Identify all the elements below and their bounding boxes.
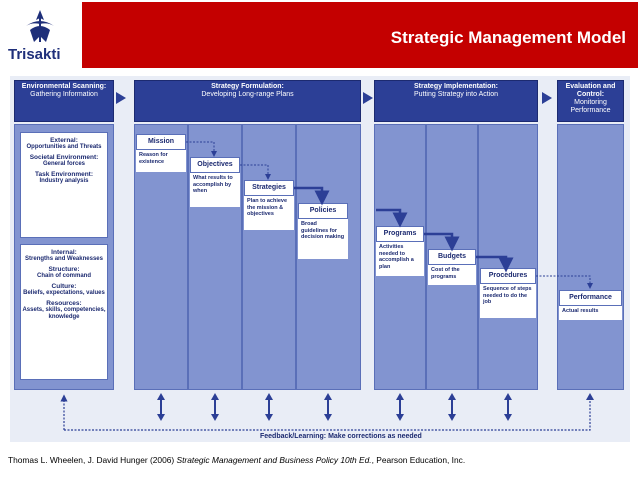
- citation-publisher: , Pearson Education, Inc.: [371, 455, 466, 465]
- phase-arrow-icon: [116, 92, 126, 104]
- phase-formulation-subtitle: Developing Long-range Plans: [201, 91, 294, 98]
- societal-title: Societal Environment:: [29, 154, 99, 161]
- mission-label: Mission: [136, 134, 186, 150]
- phase-implementation-header: Strategy Implementation: Putting Strateg…: [374, 80, 538, 122]
- phase-arrow-icon: [542, 92, 552, 104]
- strategies-column: [242, 124, 296, 390]
- logo-text: Trisakti: [8, 46, 61, 63]
- programs-label: Programs: [376, 226, 424, 242]
- phase-formulation-title: Strategy Formulation:: [211, 83, 284, 90]
- procedures-label: Procedures: [480, 268, 536, 284]
- internal-box: Internal: Strengths and Weaknesses Struc…: [20, 244, 108, 380]
- citation: Thomas L. Wheelen, J. David Hunger (2006…: [8, 455, 465, 465]
- internal-subtitle: Strengths and Weaknesses: [25, 256, 103, 262]
- phase-arrow-icon: [363, 92, 373, 104]
- task-title: Task Environment:: [34, 171, 94, 178]
- objectives-desc: What results to accomplish by when: [190, 173, 240, 207]
- performance-column: [557, 124, 624, 390]
- phase-evaluation-subtitle: Monitoring Performance: [570, 99, 611, 114]
- strategies-desc: Plan to achieve the mission & objectives: [244, 196, 294, 230]
- slide-title: Strategic Management Model: [390, 28, 626, 47]
- citation-book: Strategic Management and Business Policy…: [176, 455, 372, 465]
- phase-evaluation-title: Evaluation and Control:: [565, 83, 616, 98]
- policies-desc: Broad guidelines for decision making: [298, 219, 348, 259]
- task-subtitle: Industry analysis: [39, 178, 89, 184]
- programs-desc: Activities needed to accomplish a plan: [376, 242, 424, 276]
- phase-scanning-subtitle: Gathering Information: [30, 91, 98, 98]
- citation-authors: Thomas L. Wheelen, J. David Hunger (2006…: [8, 455, 177, 465]
- strategies-label: Strategies: [244, 180, 294, 196]
- internal-title: Internal:: [51, 249, 77, 256]
- structure-title: Structure:: [48, 266, 80, 273]
- phase-formulation-header: Strategy Formulation: Developing Long-ra…: [134, 80, 361, 122]
- societal-subtitle: General forces: [42, 161, 86, 167]
- trisakti-logo-icon: [26, 10, 54, 42]
- external-box: External: Opportunities and Threats Soci…: [20, 132, 108, 238]
- phase-implementation-subtitle: Putting Strategy into Action: [413, 91, 499, 98]
- performance-label: Performance: [559, 290, 622, 306]
- budgets-label: Budgets: [428, 249, 476, 265]
- resources-title: Resources:: [46, 300, 82, 307]
- culture-title: Culture:: [51, 283, 77, 290]
- mission-desc: Reason for existence: [136, 150, 186, 172]
- budgets-desc: Cost of the programs: [428, 265, 476, 285]
- objectives-label: Objectives: [190, 157, 240, 173]
- procedures-desc: Sequence of steps needed to do the job: [480, 284, 536, 318]
- procedures-column: [478, 124, 538, 390]
- external-title: External:: [50, 137, 78, 144]
- feedback-label: Feedback/Learning: Make corrections as n…: [260, 433, 422, 440]
- phase-implementation-title: Strategy Implementation:: [413, 83, 498, 90]
- resources-subtitle: Assets, skills, competencies, knowledge: [22, 307, 106, 320]
- phase-scanning-title: Environmental Scanning:: [21, 83, 107, 90]
- structure-subtitle: Chain of command: [36, 273, 91, 279]
- performance-desc: Actual results: [559, 306, 622, 320]
- culture-subtitle: Beliefs, expectations, values: [23, 290, 105, 296]
- phase-evaluation-header: Evaluation and Control: Monitoring Perfo…: [557, 80, 624, 122]
- phase-scanning-header: Environmental Scanning: Gathering Inform…: [14, 80, 114, 122]
- policies-label: Policies: [298, 203, 348, 219]
- external-subtitle: Opportunities and Threats: [26, 144, 102, 150]
- header-bar: Strategic Management Model: [82, 2, 638, 68]
